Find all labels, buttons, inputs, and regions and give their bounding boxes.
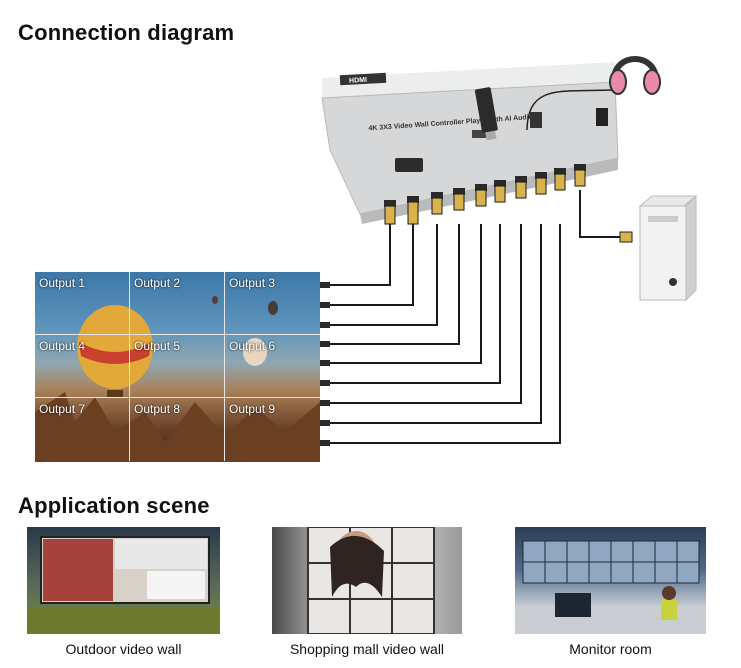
monitor-room-caption: Monitor room xyxy=(569,641,652,657)
output-label-1: Output 1 xyxy=(39,276,86,290)
output-cell-4: Output 4 xyxy=(35,335,130,398)
balloon-landscape xyxy=(35,296,320,462)
usb-stick-icon xyxy=(474,87,498,141)
output-cell-7: Output 7 xyxy=(35,398,130,461)
output-label-6: Output 6 xyxy=(229,339,276,353)
application-scene-heading: Application scene xyxy=(18,493,210,518)
pc-tower-icon xyxy=(619,194,698,302)
output-label-9: Output 9 xyxy=(229,402,276,416)
video-wall: Output 1 Output 2 Output 3 Output 4 Outp… xyxy=(35,272,320,462)
vga-port xyxy=(395,158,423,172)
shopping-mall-video-wall-caption: Shopping mall video wall xyxy=(289,641,445,657)
output-cell-3: Output 3 xyxy=(225,272,320,335)
output-label-2: Output 2 xyxy=(134,276,181,290)
output-cell-9: Output 9 xyxy=(225,398,320,461)
output-label-3: Output 3 xyxy=(229,276,276,290)
connection-diagram: HDMI 4K 3X3 Video Wall Controller Player… xyxy=(320,56,698,446)
outdoor-video-wall-caption: Outdoor video wall xyxy=(65,641,182,657)
output-label-4: Output 4 xyxy=(39,339,86,353)
output-cell-2: Output 2 xyxy=(130,272,225,335)
wall-connectors xyxy=(320,282,330,446)
sd-card-icon xyxy=(530,112,542,128)
output-label-8: Output 8 xyxy=(134,402,181,416)
output-label-5: Output 5 xyxy=(134,339,181,353)
shopping-mall-video-wall-photo xyxy=(272,527,462,634)
headphones-icon xyxy=(526,56,661,131)
output-cell-1: Output 1 xyxy=(35,272,130,335)
hdmi-cables xyxy=(328,190,622,444)
device-brand: HDMI xyxy=(349,77,367,85)
monitor-room-photo xyxy=(515,527,706,634)
hdmi-connectors xyxy=(384,169,586,225)
usb-port xyxy=(472,130,486,138)
outdoor-video-wall-photo xyxy=(27,527,220,634)
video-wall-controller: HDMI 4K 3X3 Video Wall Controller Player… xyxy=(321,62,619,224)
connection-diagram-heading: Connection diagram xyxy=(18,20,235,45)
power-switch xyxy=(596,108,608,126)
output-label-7: Output 7 xyxy=(39,402,86,416)
output-cell-5: Output 5 xyxy=(130,335,225,398)
output-cell-8: Output 8 xyxy=(130,398,225,461)
output-cell-6: Output 6 xyxy=(225,335,320,398)
